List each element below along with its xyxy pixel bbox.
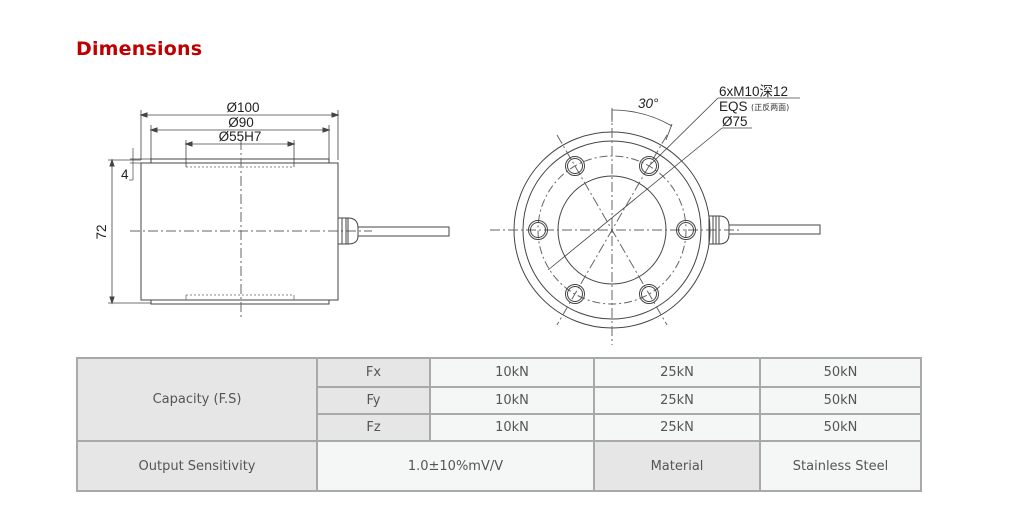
dim-flange-diameter: Ø90 bbox=[228, 115, 254, 130]
capacity-value: 10kN bbox=[429, 386, 595, 415]
axis-label: Fy bbox=[316, 386, 431, 415]
table-row: Capacity (F.S) Fx 10kN 25kN 50kN bbox=[76, 357, 922, 442]
capacity-value: 25kN bbox=[593, 413, 761, 442]
table-row: Fz 10kN 25kN 50kN bbox=[77, 413, 922, 442]
leader-line-bolt bbox=[648, 97, 719, 167]
bolt-hole bbox=[639, 284, 659, 304]
output-sensitivity-label: Output Sensitivity bbox=[76, 440, 318, 492]
note-eqs: EQS bbox=[719, 99, 748, 114]
capacity-label: Capacity (F.S) bbox=[76, 357, 318, 442]
dim-angle: 30° bbox=[638, 96, 659, 111]
dim-outer-diameter: Ø100 bbox=[226, 100, 259, 115]
capacity-value: 50kN bbox=[759, 386, 922, 415]
note-eqs-sub: (正反两面) bbox=[751, 102, 789, 112]
capacity-value: 25kN bbox=[593, 386, 761, 415]
capacity-value: 25kN bbox=[593, 357, 761, 388]
capacity-value: 10kN bbox=[429, 413, 595, 442]
leader-line-diameter bbox=[547, 127, 723, 271]
bolt-hole bbox=[565, 156, 585, 176]
note-bolt-circle: Ø75 bbox=[722, 114, 748, 129]
bolt-hole bbox=[639, 156, 659, 176]
side-top-flange bbox=[150, 158, 330, 164]
note-thread: 6xM10深12 bbox=[719, 84, 788, 99]
material-label: Material bbox=[593, 440, 761, 492]
side-cable bbox=[357, 226, 450, 237]
axis-label: Fx bbox=[316, 357, 431, 388]
bolt-hole bbox=[676, 220, 696, 240]
output-sensitivity-value: 1.0±10%mV/V bbox=[316, 440, 595, 492]
bolt-hole bbox=[528, 220, 548, 240]
side-cable-gland bbox=[337, 217, 450, 245]
axis-label: Fz bbox=[316, 413, 431, 442]
table-row: Output Sensitivity 1.0±10%mV/V Material … bbox=[76, 440, 922, 492]
bolt-hole bbox=[565, 284, 585, 304]
capacity-value: 50kN bbox=[759, 357, 922, 388]
dim-bore-diameter: Ø55H7 bbox=[219, 129, 262, 144]
capacity-value: 10kN bbox=[429, 357, 595, 388]
material-value: Stainless Steel bbox=[759, 440, 922, 492]
top-cable-gland bbox=[708, 215, 821, 245]
capacity-value: 50kN bbox=[759, 413, 922, 442]
spec-table: Capacity (F.S) Fx 10kN 25kN 50kN Fy 10kN… bbox=[76, 357, 922, 492]
technical-drawing: Ø100 Ø90 Ø55H7 4 72 30° 6xM10深12 EQS (正反… bbox=[94, 84, 821, 345]
angle-arc bbox=[611, 109, 673, 127]
top-cable bbox=[728, 224, 821, 235]
side-view bbox=[108, 110, 450, 320]
side-bottom-plate bbox=[150, 299, 330, 305]
bolt-holes bbox=[528, 156, 696, 304]
dim-flange-height: 4 bbox=[121, 167, 129, 182]
top-view bbox=[490, 97, 821, 345]
section-title: Dimensions bbox=[76, 38, 203, 60]
table-row: Fy 10kN 25kN 50kN bbox=[77, 386, 922, 415]
dim-total-height: 72 bbox=[94, 224, 109, 239]
